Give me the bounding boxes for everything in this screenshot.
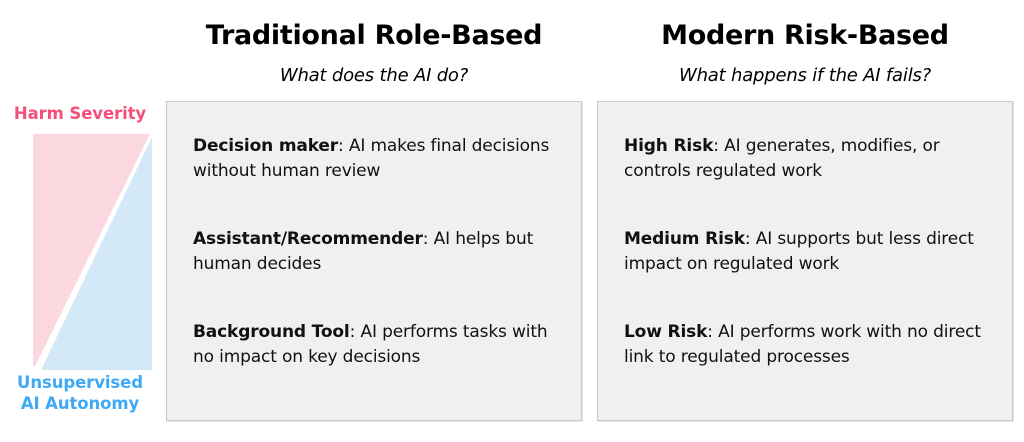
ai-autonomy-axis-label-line1: Unsupervised bbox=[17, 373, 143, 392]
list-item-separator: : bbox=[349, 322, 361, 342]
axis-legend: Harm Severity Unsupervised AI Autonomy bbox=[0, 0, 160, 442]
harm-severity-triangle bbox=[33, 134, 150, 366]
list-item-separator: : bbox=[707, 322, 719, 342]
harm-severity-axis-label: Harm Severity bbox=[13, 104, 147, 123]
list-item-description: AI supports but less direct impact on re… bbox=[624, 229, 974, 274]
list-item-term: Background Tool bbox=[193, 322, 350, 342]
ai-autonomy-axis-label-line2: AI Autonomy bbox=[20, 394, 140, 413]
risk-autonomy-gradient-graphic bbox=[33, 134, 152, 370]
list-item-term: Assistant/Recommender bbox=[193, 229, 423, 249]
list-item: Medium Risk: AI supports but less direct… bbox=[624, 227, 994, 277]
list-item-description: AI performs tasks with no impact on key … bbox=[193, 322, 548, 367]
list-item-term: Decision maker bbox=[193, 136, 339, 156]
ai-autonomy-axis-label: Unsupervised AI Autonomy bbox=[0, 372, 160, 414]
column-title-modern: Modern Risk-Based bbox=[661, 20, 949, 51]
column-title-traditional: Traditional Role-Based bbox=[205, 20, 543, 51]
list-item: Low Risk: AI performs work with no direc… bbox=[624, 320, 994, 370]
list-item: Decision maker: AI makes final decisions… bbox=[193, 134, 563, 184]
list-item-separator: : bbox=[338, 136, 349, 156]
ai-autonomy-triangle bbox=[41, 137, 152, 370]
column-subtitle-modern: What happens if the AI fails? bbox=[678, 65, 932, 86]
list-item-description: AI helps but human decides bbox=[193, 229, 534, 274]
list-item-term: High Risk bbox=[624, 136, 714, 156]
list-item-description: AI performs work with no direct link to … bbox=[624, 322, 981, 367]
list-item-term: Low Risk bbox=[624, 322, 708, 342]
list-item-description: AI makes final decisions without human r… bbox=[193, 136, 550, 181]
list-item-separator: : bbox=[744, 229, 756, 249]
list-item: High Risk: AI generates, modifies, or co… bbox=[624, 134, 994, 184]
column-subtitle-traditional: What does the AI do? bbox=[279, 65, 469, 86]
list-item: Background Tool: AI performs tasks with … bbox=[193, 320, 563, 370]
list-item-separator: : bbox=[713, 136, 725, 156]
list-item-separator: : bbox=[422, 229, 434, 249]
list-item-description: AI generates, modifies, or controls regu… bbox=[624, 136, 940, 181]
panel-traditional-role-based: Decision maker: AI makes final decisions… bbox=[166, 101, 582, 421]
list-item: Assistant/Recommender: AI helps but huma… bbox=[193, 227, 563, 277]
list-item-term: Medium Risk bbox=[624, 229, 745, 249]
panel-modern-risk-based: High Risk: AI generates, modifies, or co… bbox=[597, 101, 1013, 421]
